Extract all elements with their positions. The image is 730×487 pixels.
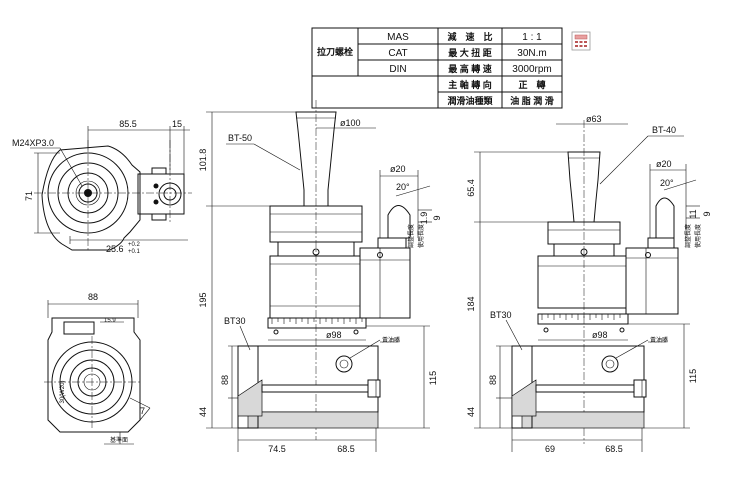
middle-width-right: 68.5	[337, 444, 355, 454]
spec-value-direction: 正 轉	[518, 79, 545, 90]
right-tool-dia: ø20	[656, 159, 672, 169]
right-base-label: BT30	[490, 310, 512, 320]
middle-shank-label: BT-50	[228, 133, 252, 143]
right-adjust-label: 調整長度	[684, 224, 692, 248]
top-view-tol-lower: +0.1	[128, 249, 141, 255]
bottom-view-angle: 7	[140, 406, 145, 416]
middle-base-dia: ø98	[326, 330, 342, 340]
calculator-icon[interactable]	[571, 31, 591, 51]
middle-tool-dia: ø20	[390, 164, 406, 174]
top-view-offset: 15	[172, 119, 182, 129]
spec-value-ratio: 1 : 1	[522, 32, 542, 43]
top-view-tol-base: 25.6	[106, 244, 124, 254]
standard-cat: CAT	[388, 48, 407, 59]
right-height-top: 65.4	[466, 179, 476, 197]
right-width-right: 68.5	[605, 444, 623, 454]
bottom-view-width: 88	[88, 292, 98, 302]
spec-row-label: 拉刀螺栓	[317, 46, 353, 57]
right-base-dia: ø98	[592, 330, 608, 340]
middle-use-label: 使用長度	[417, 224, 425, 248]
right-top-dia: ø63	[586, 114, 602, 124]
bottom-view-slot: 15.9	[104, 318, 116, 324]
top-view-thread: M24XP3.0	[12, 138, 54, 148]
spec-label-speed: 最 高 轉 速	[448, 63, 492, 74]
bottom-view-vertical: 30(W20)	[60, 380, 66, 403]
spec-label-torque: 最 大 扭 距	[448, 47, 492, 58]
bottom-view: 88 15.9 30(W20) 7 基準面	[44, 292, 151, 445]
standard-mas: MAS	[387, 32, 409, 43]
standard-din: DIN	[389, 64, 406, 75]
right-shank-label: BT-40	[652, 125, 676, 135]
middle-adjust-label: 調整長度	[407, 224, 415, 248]
middle-oil-label: 黃油嘴	[382, 336, 400, 344]
top-view-tol-upper: +0.2	[128, 242, 141, 248]
right-height-115: 115	[688, 369, 698, 383]
middle-height-88: 88	[220, 375, 230, 385]
middle-view: ø20 20° ø98 黃油嘴	[198, 100, 442, 454]
right-height-44: 44	[466, 407, 476, 417]
right-angle: 20°	[660, 178, 674, 188]
middle-scale-ticks	[271, 318, 363, 324]
middle-base-label: BT30	[224, 316, 246, 326]
right-oil-label: 黃油嘴	[650, 336, 668, 344]
right-scale-ticks	[541, 314, 621, 320]
spec-value-torque: 30N.m	[517, 48, 546, 59]
right-view: ø20 20° ø98 黃油嘴 BT30	[466, 114, 712, 454]
top-view: 85.5 15 71 M24XP3.0 25.6 +0.2 +0.1	[12, 119, 192, 255]
middle-height-top: 101.8	[198, 149, 208, 172]
right-width-left: 69	[545, 444, 555, 454]
middle-height-44: 44	[198, 407, 208, 417]
middle-height-115: 115	[428, 371, 438, 385]
spec-label-ratio: 減 速 比	[447, 31, 492, 42]
right-use-value: 9	[702, 211, 712, 216]
middle-height-body: 195	[198, 292, 208, 307]
spec-value-lubricant: 油 脂 潤 滑	[510, 95, 554, 106]
right-height-body: 184	[466, 296, 476, 311]
middle-use-value: 9	[432, 215, 442, 220]
spec-value-speed: 3000rpm	[512, 64, 551, 75]
middle-width-left: 74.5	[268, 444, 286, 454]
middle-angle: 20°	[396, 182, 410, 192]
spec-label-direction: 主 軸 轉 向	[448, 79, 492, 90]
bottom-view-ref-face: 基準面	[110, 436, 128, 444]
spec-label-lubricant: 潤滑油種類	[447, 95, 493, 106]
top-view-height: 71	[24, 191, 34, 201]
right-use-label: 使用長度	[694, 224, 702, 248]
spec-table: 拉刀螺栓 MAS CAT DIN 減 速 比 1 : 1 最 大 扭 距 30N…	[311, 27, 563, 109]
middle-top-dia: ø100	[340, 118, 361, 128]
middle-adjust-value: 1.9	[419, 212, 429, 225]
right-height-88: 88	[488, 375, 498, 385]
right-adjust-value: 11	[688, 209, 698, 218]
top-view-width: 85.5	[119, 119, 137, 129]
